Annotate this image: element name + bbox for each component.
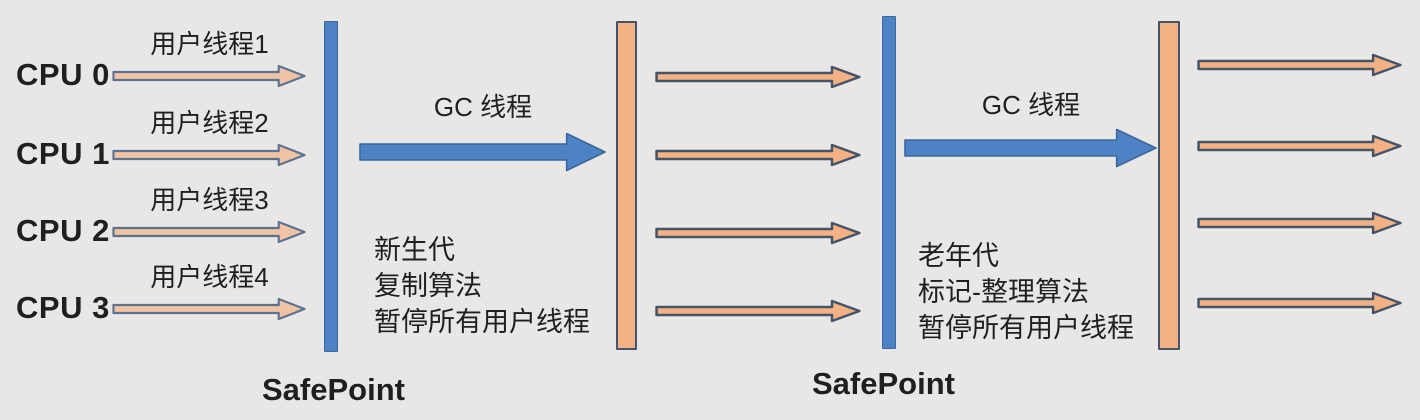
- cpu-label-3: CPU 3: [16, 290, 110, 325]
- major-gc-desc-line-3: 暂停所有用户线程: [918, 313, 1134, 343]
- cpu-label-2: CPU 2: [16, 213, 110, 248]
- resumed-thread-arrow-8: [1197, 291, 1402, 315]
- cpu-label-0: CPU 0: [16, 57, 110, 92]
- minor-gc-description: 新生代 复制算法 暂停所有用户线程: [374, 232, 590, 340]
- user-thread-arrow-3: [112, 220, 306, 244]
- resumed-thread-arrow-3: [655, 221, 861, 245]
- minor-gc-desc-line-1: 新生代: [374, 235, 455, 265]
- safepoint-label-2: SafePoint: [812, 366, 955, 401]
- safepoint-bar-1: [324, 21, 338, 352]
- major-gc-desc-line-2: 标记-整理算法: [918, 277, 1089, 307]
- gc-thread-label-1: GC 线程: [433, 92, 533, 122]
- cpu-label-1: CPU 1: [16, 136, 110, 171]
- user-thread-arrow-1: [112, 64, 306, 88]
- resumed-thread-arrow-5: [1197, 53, 1402, 77]
- user-thread-label-1: 用户线程1: [150, 29, 269, 59]
- user-thread-arrow-4: [112, 297, 306, 321]
- resume-point-bar-1: [616, 21, 637, 350]
- major-gc-description: 老年代 标记-整理算法 暂停所有用户线程: [918, 238, 1134, 346]
- resumed-thread-arrow-2: [655, 143, 861, 167]
- safepoint-label-1: SafePoint: [262, 372, 405, 407]
- user-thread-label-2: 用户线程2: [150, 108, 269, 138]
- resumed-thread-arrow-7: [1197, 211, 1402, 235]
- major-gc-desc-line-1: 老年代: [918, 241, 999, 271]
- gc-thread-label-2: GC 线程: [981, 90, 1081, 120]
- gc-thread-arrow-2: [904, 128, 1157, 168]
- resume-point-bar-2: [1158, 21, 1180, 350]
- resumed-thread-arrow-4: [655, 299, 861, 323]
- minor-gc-desc-line-2: 复制算法: [374, 271, 482, 301]
- gc-thread-arrow-1: [359, 132, 606, 172]
- safepoint-bar-2: [882, 16, 896, 349]
- user-thread-label-3: 用户线程3: [150, 185, 269, 215]
- resumed-thread-arrow-1: [655, 65, 861, 89]
- user-thread-label-4: 用户线程4: [150, 262, 269, 292]
- minor-gc-desc-line-3: 暂停所有用户线程: [374, 307, 590, 337]
- resumed-thread-arrow-6: [1197, 134, 1402, 158]
- user-thread-arrow-2: [112, 143, 306, 167]
